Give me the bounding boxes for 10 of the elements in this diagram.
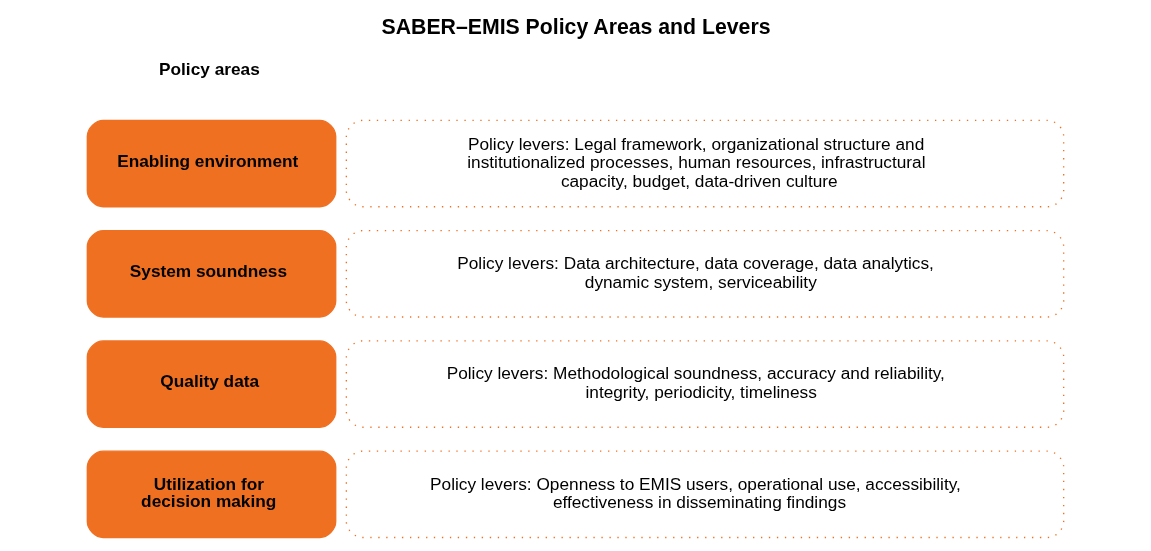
node-box: Policy levers: Openness to EMIS users, operational use, accessibility, effectiveness in disseminating findings <box>345 450 1065 539</box>
node-box: System soundness <box>86 230 337 318</box>
label: Policy areas <box>159 59 260 80</box>
node-box: Enabling environment <box>86 119 337 208</box>
node-box: Utilization for decision making <box>86 450 337 539</box>
node-box: Policy levers: Data architecture, data coverage, data analytics, dynamic system, serviceability <box>345 230 1065 318</box>
node-box: Policy levers: Legal framework, organizational structure and institutionalized processes, human resources, infrastructural capacity, budget, data-driven culture <box>345 119 1065 208</box>
node-box: Quality data <box>86 340 337 428</box>
diagram-title: SABER–EMIS Policy Areas and Levers <box>381 15 771 40</box>
node-box: Policy levers: Methodological soundness, accuracy and reliability, integrity, periodicity, timeliness <box>345 340 1065 428</box>
